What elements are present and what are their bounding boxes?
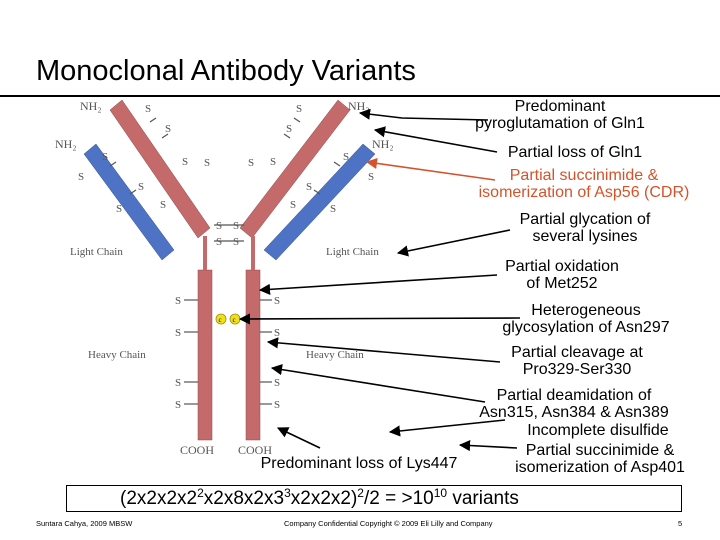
footer-confidential: Company Confidential Copyright © 2009 El… xyxy=(284,519,493,528)
sulfur-label: S xyxy=(296,103,302,115)
sulfur-label: S xyxy=(216,220,222,232)
annotation-oxidation: Partial oxidation of Met252 xyxy=(505,258,619,292)
heavy-chain-right-arm xyxy=(239,99,351,239)
hinge-left xyxy=(203,236,207,270)
light-chain-label-right: Light Chain xyxy=(326,246,379,258)
sulfur-label: S xyxy=(306,181,312,193)
sulfur-label: S xyxy=(175,399,181,411)
sulfur-label: S xyxy=(175,377,181,389)
callout-arrow-gln-loss xyxy=(373,126,498,153)
carbohydrate-left xyxy=(215,313,227,325)
callout-arrow-asp401 xyxy=(458,439,518,452)
heavy-chain-right-stem xyxy=(245,269,261,441)
annotation-glycosylation: Heterogeneous glycosylation of Asn297 xyxy=(502,302,670,336)
callout-arrow-deamidation xyxy=(270,364,486,403)
sulfur-label: S xyxy=(368,171,374,183)
sulfur-label: S xyxy=(274,377,280,389)
sulfur-label: S xyxy=(270,156,276,168)
formula-box xyxy=(66,485,682,512)
sulfur-label: S xyxy=(175,295,181,307)
callout-arrow-oxidation xyxy=(258,274,498,295)
footer-author: Suntara Cahya, 2009 MBSW xyxy=(36,519,133,528)
heavy-chain-left-stem xyxy=(197,269,213,441)
variant-formula: (2x2x2x22x2x8x2x33x2x2x2)2/2 = >1010 var… xyxy=(120,486,519,509)
nh2-light-left: NH₂ xyxy=(55,137,77,151)
sulfur-label: S xyxy=(248,157,254,169)
sulfur-label: S xyxy=(343,151,349,163)
callout-arrow-asp56 xyxy=(365,157,496,181)
sulfur-label: S xyxy=(330,203,336,215)
heavy-chain-label-right: Heavy Chain xyxy=(306,349,364,361)
callout-arrow-glycosylation xyxy=(238,313,521,325)
sulfur-label: S xyxy=(138,181,144,193)
sulfur-label: S xyxy=(274,295,280,307)
sulfur-label: S xyxy=(165,123,171,135)
disulfide-bonds xyxy=(109,117,341,405)
sulfur-label: S xyxy=(78,171,84,183)
sulfur-label: S xyxy=(160,199,166,211)
light-chain-label-left: Light Chain xyxy=(70,246,123,258)
annotation-glycation: Partial glycation of several lysines xyxy=(519,211,651,245)
light-chain-right xyxy=(263,143,376,261)
heavy-chain-label-left: Heavy Chain xyxy=(88,349,146,361)
sulfur-label: S xyxy=(216,236,222,248)
callout-arrow-cleavage xyxy=(266,337,501,363)
sulfur-label: S xyxy=(175,327,181,339)
callout-arrow-disulfide xyxy=(388,419,506,437)
hinge-right xyxy=(251,236,255,270)
nh2-heavy-left: NH₂ xyxy=(80,99,102,113)
slide-title: Monoclonal Antibody Variants xyxy=(36,55,416,87)
sulfur-label: S xyxy=(274,399,280,411)
annotation-lys447: Predominant loss of Lys447 xyxy=(260,455,458,472)
cooh-right: COOH xyxy=(238,443,272,457)
sulfur-label: S xyxy=(286,123,292,135)
annotation-gln-loss: Partial loss of Gln1 xyxy=(507,144,643,161)
callout-arrow-glycation xyxy=(396,229,511,257)
sulfur-label: S xyxy=(233,220,239,232)
light-chain-left xyxy=(83,143,175,261)
annotation-asp56: Partial succinimide & isomerization of A… xyxy=(478,167,690,201)
callout-arrow-lys447 xyxy=(276,427,321,449)
footer-page-number: 5 xyxy=(678,519,683,528)
sulfur-label: S xyxy=(145,103,151,115)
carbohydrate-right-label: c xyxy=(233,316,236,324)
cooh-left: COOH xyxy=(180,443,214,457)
annotation-pyroglutamation: Predominant pyroglutamation of Gln1 xyxy=(475,98,645,132)
sulfur-label: S xyxy=(274,327,280,339)
annotation-cleavage: Partial cleavage at Pro329-Ser330 xyxy=(511,344,643,378)
annotation-disulfide: Incomplete disulfide xyxy=(527,422,669,439)
annotation-deamidation: Partial deamidation of Asn315, Asn384 & … xyxy=(479,387,669,421)
sulfur-label: S xyxy=(116,203,122,215)
sulfur-label: S xyxy=(102,151,108,163)
nh2-heavy-right: NH₂ xyxy=(348,99,370,113)
sulfur-label: S xyxy=(204,157,210,169)
nh2-light-right: NH₂ xyxy=(372,137,394,151)
sulfur-label: S xyxy=(182,156,188,168)
title-divider xyxy=(0,95,720,97)
heavy-chain-left-arm xyxy=(109,99,211,239)
carbohydrate-left-label: c xyxy=(219,316,222,324)
callout-arrow-pyroglutamation xyxy=(358,108,489,121)
sulfur-label: S xyxy=(290,199,296,211)
annotation-asp401: Partial succinimide & isomerization of A… xyxy=(515,442,685,476)
sulfur-label: S xyxy=(233,236,239,248)
